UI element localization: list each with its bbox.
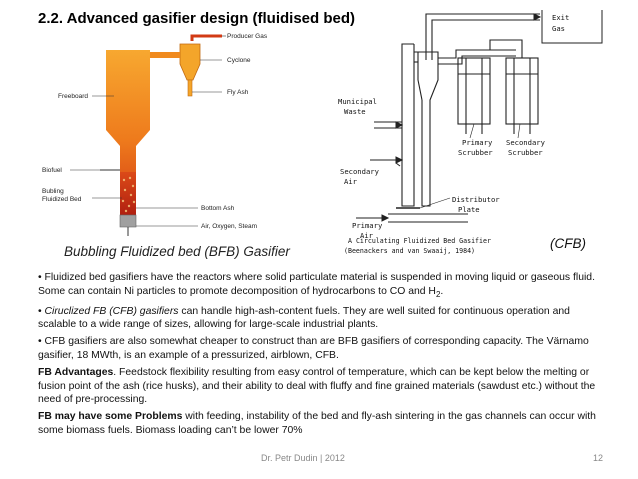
label-primary-scrubber-2: Scrubber bbox=[458, 148, 493, 157]
label-air-oxygen-steam: Air, Oxygen, Steam bbox=[201, 223, 257, 230]
paragraph-fb-problems: FB may have some Problems with feeding, … bbox=[38, 411, 596, 437]
fluidized-bed bbox=[120, 172, 136, 215]
label-secondary-scrubber-1: Secondary bbox=[506, 138, 546, 147]
label-exit-gas-2: Gas bbox=[552, 24, 565, 33]
label-bubbling-bed-2: Fluidized Bed bbox=[42, 196, 82, 203]
label-bottom-ash: Bottom Ash bbox=[201, 205, 235, 212]
label-distributor-plate-2: Plate bbox=[458, 205, 480, 214]
label-secondary-air-2: Air bbox=[344, 177, 358, 186]
label-primary-scrubber-1: Primary bbox=[462, 138, 493, 147]
bfb-caption: Bubbling Fluidized bed (BFB) Gasifier bbox=[64, 244, 290, 259]
label-exit-gas-1: Exit bbox=[552, 13, 569, 22]
paragraph-fb-advantages: FB Advantages. Feedstock flexibility res… bbox=[38, 367, 596, 406]
cfb-caption-line1: A Circulating Fluidized Bed Gasifier bbox=[348, 237, 491, 245]
cfb-diagram: Exit Gas Municipal Waste Primary Scrubbe… bbox=[330, 8, 630, 266]
footer-page-number: 12 bbox=[593, 453, 604, 463]
label-municipal-waste-1: Municipal bbox=[338, 97, 377, 106]
label-producer-gas: Producer Gas bbox=[227, 33, 268, 40]
label-bubbling-bed-1: Bubling bbox=[42, 188, 64, 195]
label-distributor-plate-1: Distributor bbox=[452, 195, 500, 204]
label-biofuel: Biofuel bbox=[42, 167, 62, 174]
label-secondary-air-1: Secondary bbox=[340, 167, 380, 176]
label-freeboard: Freeboard bbox=[58, 93, 88, 100]
ash-box bbox=[119, 214, 137, 228]
reactor-freeboard bbox=[106, 50, 150, 215]
producer-gas-pipe bbox=[190, 34, 222, 41]
label-primary-air-1: Primary bbox=[352, 221, 383, 230]
label-primary-air-2: Air bbox=[360, 231, 374, 240]
label-secondary-scrubber-2: Scrubber bbox=[508, 148, 543, 157]
slide-title: 2.2. Advanced gasifier design (fluidised… bbox=[38, 10, 356, 27]
cfb-caption-line2: (Beenackers and van Swaaij, 1984) bbox=[344, 247, 475, 255]
cyclone-duct bbox=[146, 52, 180, 58]
label-fly-ash: Fly Ash bbox=[227, 89, 249, 96]
body-text: • Fluidized bed gasifiers have the react… bbox=[38, 271, 610, 441]
paragraph-fluidized-bed: • Fluidized bed gasifiers have the react… bbox=[38, 272, 595, 299]
paragraph-cfb-cost: • CFB gasifiers are also somewhat cheape… bbox=[38, 336, 589, 362]
cfb-tag: (CFB) bbox=[550, 236, 586, 251]
footer-author: Dr. Petr Dudin | 2012 bbox=[261, 453, 345, 463]
paragraph-cfb-gasifiers: • Ciruclized FB (CFB) gasifiers can hand… bbox=[38, 305, 570, 331]
label-cyclone: Cyclone bbox=[227, 57, 251, 64]
cyclone-shape bbox=[179, 43, 201, 81]
label-municipal-waste-2: Waste bbox=[344, 107, 366, 116]
bfb-diagram: Producer Gas Cyclone Freeboard Fly Ash B… bbox=[30, 30, 330, 240]
